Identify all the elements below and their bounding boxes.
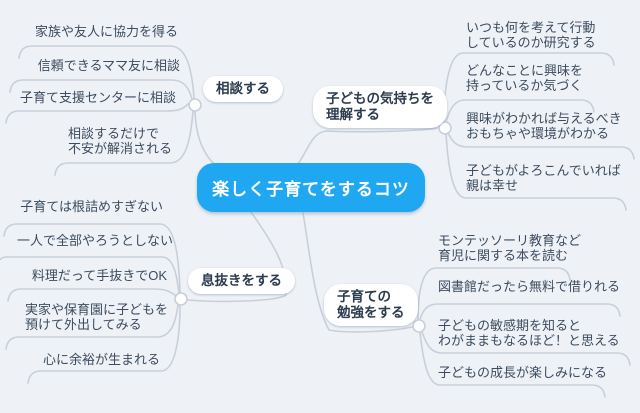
leaf-topic-break-1[interactable]: 子育ては根詰めすぎない [20, 199, 163, 214]
connector-leaf [445, 99, 595, 123]
branch-topic-break[interactable]: 息抜きをする [188, 268, 295, 294]
connector-leaf [421, 331, 631, 366]
connector-leaf [5, 304, 179, 350]
collapse-handle-consult[interactable] [188, 98, 202, 112]
leaf-topic-study-1[interactable]: モンテッソーリ教育など 育児に関する本を読む [438, 233, 582, 263]
connector-leaf [443, 52, 615, 122]
connector-central-study [302, 212, 413, 333]
leaf-topic-consult-1[interactable]: 家族や友人に協力を得る [34, 24, 178, 39]
connector-central-consult [194, 111, 215, 165]
connector-leaf [7, 288, 176, 302]
connector-central-break [187, 211, 288, 303]
branch-topic-consult[interactable]: 相談する [203, 76, 283, 102]
connector-leaf [419, 303, 621, 320]
leaf-topic-break-4[interactable]: 実家や保育園に子どもを 預けて外出してみる [25, 302, 169, 332]
connector-leaf [417, 267, 571, 320]
leaf-topic-study-4[interactable]: 子どもの成長が楽しみになる [438, 365, 608, 380]
leaf-topic-break-3[interactable]: 料理だって手抜きでOK [31, 268, 167, 283]
collapse-handle-understand[interactable] [438, 121, 452, 135]
leaf-topic-understand-1[interactable]: いつも何を考えて行動 しているのか研究する [466, 20, 596, 50]
collapse-handle-study[interactable] [412, 319, 426, 333]
leaf-topic-understand-4[interactable]: 子どもがよろこんでいれば 親は幸せ [466, 163, 621, 193]
connector-central-understand [297, 127, 438, 165]
connector-leaf [54, 110, 194, 176]
leaf-topic-study-2[interactable]: 図書館だったら無料で借りれる [438, 279, 621, 294]
connector-leaf [9, 79, 193, 100]
leaf-topic-break-2[interactable]: 一人で全部やろうとしない [16, 233, 173, 248]
leaf-topic-break-5[interactable]: 心に余裕が生まれる [42, 352, 160, 367]
connector-leaf [419, 332, 606, 398]
branch-topic-study[interactable]: 子育ての 勉強をする [324, 284, 418, 326]
leaf-topic-consult-3[interactable]: 子育て支援センターに相談 [19, 90, 176, 105]
collapse-handle-break[interactable] [174, 292, 188, 306]
connector-leaf [3, 223, 181, 293]
connector-leaf [5, 103, 189, 124]
connector-leaf [445, 133, 627, 211]
leaf-topic-consult-4[interactable]: 相談するだけで 不安が解消される [67, 126, 172, 156]
connector-leaf [18, 45, 195, 99]
leaf-topic-study-3[interactable]: 子どもの敏感期を知ると わがままもなるほど！と思える [438, 318, 620, 348]
leaf-topic-understand-3[interactable]: 興味がわかれば与えるべき おもちゃや環境がわかる [466, 111, 622, 141]
leaf-topic-understand-2[interactable]: どんなことに興味を 持っているか気づく [466, 63, 584, 93]
central-topic[interactable]: 楽しく子育てをするコツ [197, 163, 425, 212]
connector-leaf [0, 256, 180, 294]
leaf-topic-consult-2[interactable]: 信頼できるママ友に相談 [37, 58, 180, 73]
connector-leaf [27, 305, 181, 384]
branch-topic-understand[interactable]: 子どもの気持ちを 理解する [313, 86, 447, 128]
connector-leaf [447, 132, 635, 160]
